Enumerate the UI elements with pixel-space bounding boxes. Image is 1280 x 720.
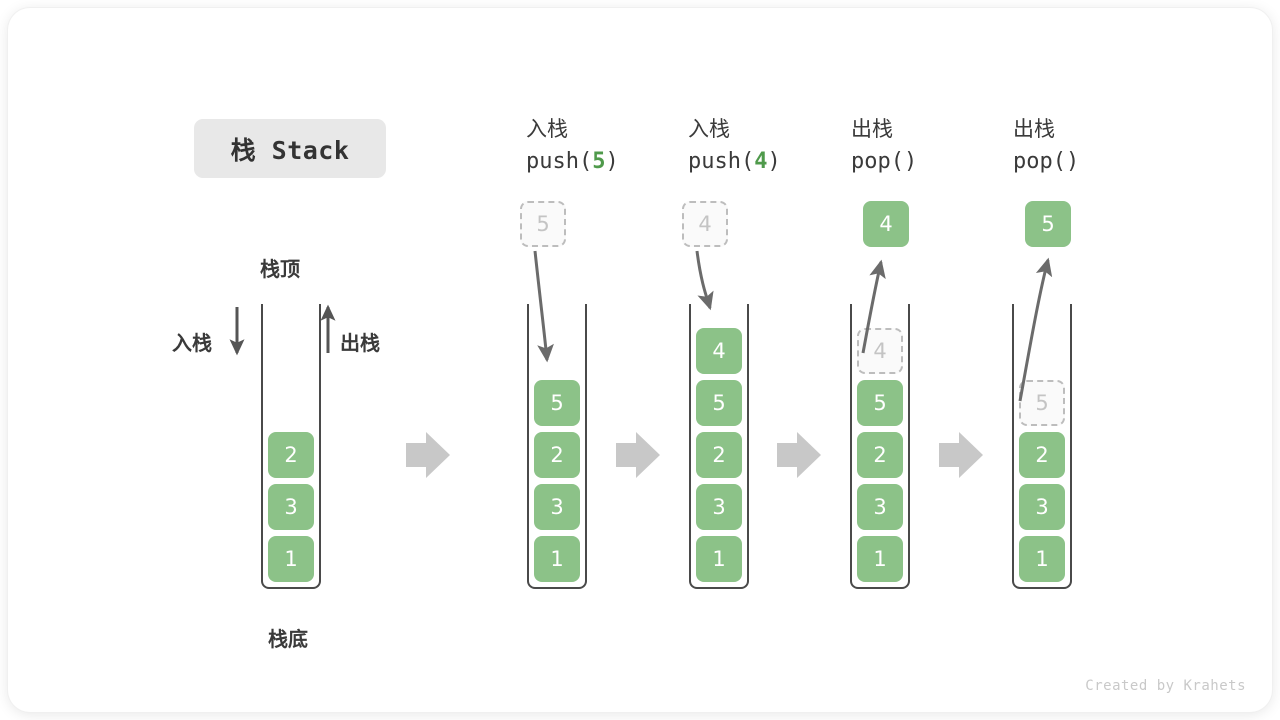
stack-item: 3 xyxy=(857,484,903,530)
code-prefix: push( xyxy=(526,149,593,174)
popped-value-box: 5 xyxy=(1025,201,1071,247)
stack-item: 2 xyxy=(1019,432,1065,478)
step-header-cn: 入栈 xyxy=(688,117,730,141)
stack-item: 1 xyxy=(696,536,742,582)
step-header-push-4: 入栈 push(4) xyxy=(688,112,848,178)
stack-container-initial xyxy=(261,304,321,589)
credit-footer: Created by Krahets xyxy=(1085,678,1246,694)
stack-item: 1 xyxy=(534,536,580,582)
step-header-pop-2: 出栈 pop() xyxy=(1013,112,1173,178)
flow-arrow xyxy=(777,432,821,478)
diagram-title: 栈 Stack xyxy=(194,119,386,178)
stack-item: 3 xyxy=(696,484,742,530)
code-suffix: ) xyxy=(767,149,781,174)
step-header-cn: 出栈 xyxy=(1013,117,1055,141)
flow-arrow xyxy=(406,432,450,478)
stack-item: 2 xyxy=(696,432,742,478)
stack-container-step-3 xyxy=(850,304,910,589)
stack-item: 3 xyxy=(1019,484,1065,530)
step-header-code: push(5) xyxy=(526,146,686,178)
diagram-card: 栈 Stack 栈顶 入栈 出栈 2 3 1 栈底 入栈 push(5) 入栈 … xyxy=(8,8,1272,712)
stack-item: 5 xyxy=(857,380,903,426)
stack-item: 1 xyxy=(268,536,314,582)
stack-item: 2 xyxy=(857,432,903,478)
floating-value-box: 5 xyxy=(520,201,566,247)
stack-item: 1 xyxy=(1019,536,1065,582)
stack-bottom-label: 栈底 xyxy=(268,627,308,651)
pop-direction-label: 出栈 xyxy=(340,331,380,355)
stack-container-step-1 xyxy=(527,304,587,589)
code-prefix: push( xyxy=(688,149,755,174)
step-header-code: push(4) xyxy=(688,146,848,178)
stack-item-removed: 5 xyxy=(1019,380,1065,426)
step-header-cn: 入栈 xyxy=(526,117,568,141)
flow-arrow xyxy=(939,432,983,478)
stack-item: 2 xyxy=(268,432,314,478)
code-prefix: pop( xyxy=(851,149,904,174)
code-suffix: ) xyxy=(1065,149,1080,174)
flow-arrow xyxy=(616,432,660,478)
stack-item: 4 xyxy=(696,328,742,374)
code-arg: 5 xyxy=(592,149,606,174)
step-header-code: pop() xyxy=(851,146,1011,178)
push-direction-label: 入栈 xyxy=(172,331,212,355)
push-motion-arrow xyxy=(695,250,714,311)
code-suffix: ) xyxy=(903,149,918,174)
code-prefix: pop( xyxy=(1013,149,1066,174)
stack-item: 3 xyxy=(534,484,580,530)
stack-item-removed: 4 xyxy=(857,328,903,374)
stack-item: 2 xyxy=(534,432,580,478)
step-header-code: pop() xyxy=(1013,146,1173,178)
code-suffix: ) xyxy=(605,149,619,174)
stack-item: 3 xyxy=(268,484,314,530)
stack-item: 5 xyxy=(696,380,742,426)
step-header-push-5: 入栈 push(5) xyxy=(526,112,686,178)
step-header-cn: 出栈 xyxy=(851,117,893,141)
popped-value-box: 4 xyxy=(863,201,909,247)
code-arg: 4 xyxy=(754,149,768,174)
stack-top-label: 栈顶 xyxy=(260,257,300,281)
stack-item: 5 xyxy=(534,380,580,426)
stack-item: 1 xyxy=(857,536,903,582)
stack-container-step-2 xyxy=(689,304,749,589)
step-header-pop-1: 出栈 pop() xyxy=(851,112,1011,178)
floating-value-box: 4 xyxy=(682,201,728,247)
stack-container-step-4 xyxy=(1012,304,1072,589)
